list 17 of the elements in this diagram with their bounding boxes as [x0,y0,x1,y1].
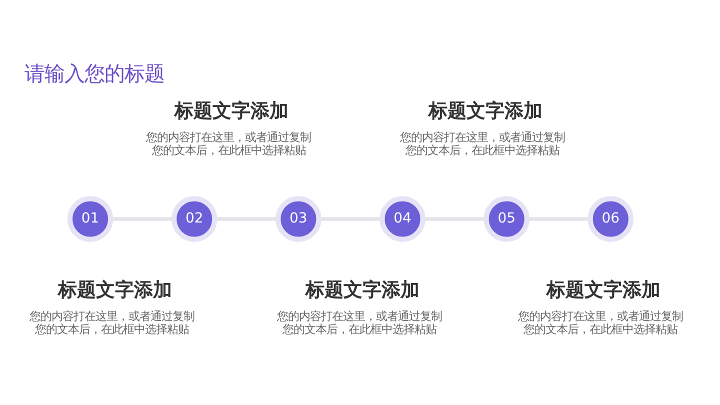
label: 标题文字添加 [428,100,543,122]
node-circle: 03 [276,196,322,242]
node-circle: 06 [588,196,634,242]
label: 标题文字添加 [174,100,289,122]
node-circle: 04 [380,196,426,242]
label: 您的内容打在这里，或者通过复制您的文本后，在此框中选择粘贴 [146,130,312,157]
diagram-title: 请输入您的标题 [24,61,165,86]
label: 您的内容打在这里，或者通过复制您的文本后，在此框中选择粘贴 [276,309,442,336]
node-circle: 01 [67,196,114,242]
label: 您的内容打在这里，或者通过复制您的文本后，在此框中选择粘贴 [29,309,194,336]
node-circle: 05 [484,196,530,242]
label: 标题文字添加 [305,278,420,301]
label: 标题文字添加 [546,278,661,301]
label: 您的内容打在这里，或者通过复制您的文本后，在此框中选择粘贴 [400,130,565,157]
label: 您的内容打在这里，或者通过复制您的文本后，在此框中选择粘贴 [518,309,684,336]
node-circle: 02 [172,196,218,242]
label: 标题文字添加 [58,278,172,301]
